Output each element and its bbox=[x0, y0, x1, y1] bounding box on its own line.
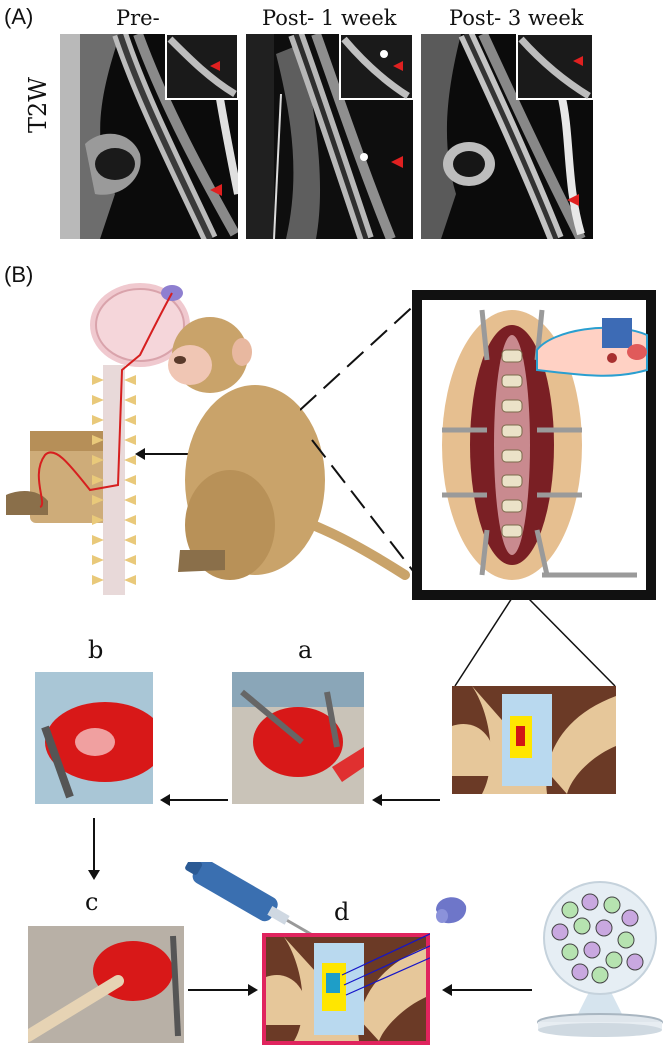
t2w-label: T2W bbox=[24, 77, 52, 133]
step-label-c: c bbox=[85, 888, 99, 916]
arrow-down-icon bbox=[88, 818, 100, 880]
injection-diagram bbox=[262, 933, 430, 1045]
surgical-field-frame bbox=[412, 290, 656, 600]
step-label-b: b bbox=[88, 636, 104, 664]
mri-title-post-3-week: Post- 3 week bbox=[449, 6, 584, 30]
mri-title-pre: Pre- bbox=[116, 6, 160, 30]
zoom-lines-detail bbox=[454, 598, 616, 687]
mri-title-post-1-week: Post- 1 week bbox=[262, 6, 397, 30]
arrow-right-icon bbox=[188, 984, 258, 996]
panel-b-label: (B) bbox=[4, 262, 34, 287]
spinal-cord-lesion-diagram bbox=[452, 686, 616, 794]
surgery-photo-b bbox=[35, 672, 153, 804]
step-label-d: d bbox=[334, 898, 350, 926]
step-label-a: a bbox=[298, 636, 313, 664]
mri-image-post-3-week bbox=[421, 34, 593, 239]
arrow-left-icon bbox=[135, 448, 193, 460]
mri-image-pre bbox=[60, 34, 238, 239]
monkey-illustration bbox=[168, 317, 410, 580]
arrow-left-icon bbox=[160, 794, 228, 806]
zoom-lines bbox=[300, 299, 420, 581]
nervous-system-illustration bbox=[6, 283, 190, 595]
surgery-photo-a bbox=[232, 672, 364, 804]
dropper-icon bbox=[436, 897, 467, 924]
panel-a-label: (A) bbox=[4, 4, 34, 29]
mri-image-post-1-week bbox=[246, 34, 413, 239]
arrow-left-icon bbox=[372, 794, 440, 806]
surgery-photo-c bbox=[28, 926, 184, 1043]
arrow-left-icon bbox=[442, 984, 532, 996]
cell-culture-dish bbox=[537, 881, 663, 1037]
